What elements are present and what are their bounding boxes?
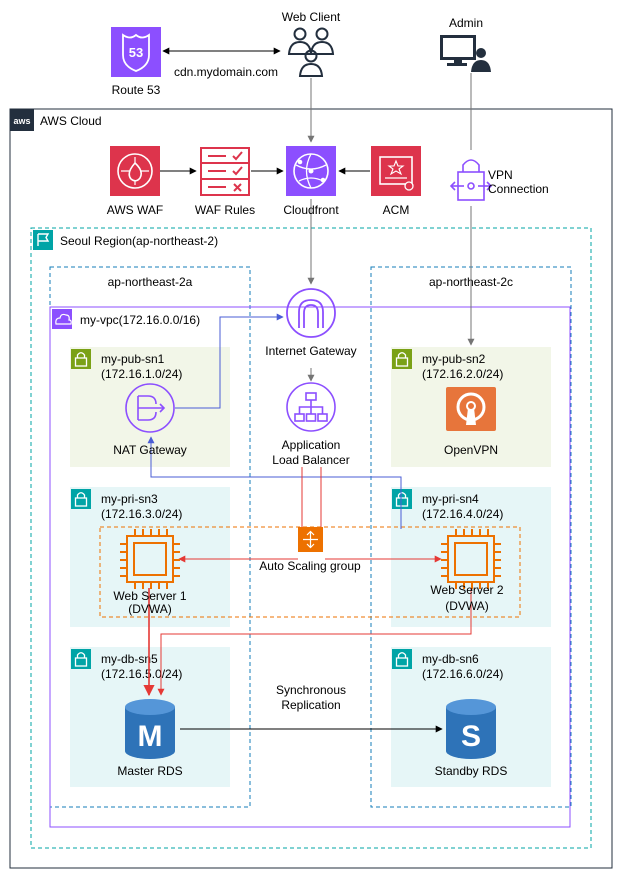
ec2-instance-icon [120, 529, 180, 589]
aws-cloud-title: AWS Cloud [40, 114, 102, 128]
admin-client-icon [440, 35, 491, 72]
nat-gateway-icon [125, 383, 175, 433]
igw-label: Internet Gateway [265, 344, 356, 358]
replication-label-line1: Synchronous [276, 683, 346, 697]
region-title: Seoul Region(ap-northeast-2) [60, 234, 218, 248]
standby-rds-letter: S [461, 720, 481, 753]
lock-icon [392, 489, 412, 509]
lock-icon [392, 349, 412, 369]
lock-icon [71, 649, 91, 669]
subnet-db6-cidr: (172.16.6.0/24) [422, 667, 503, 681]
web1-label-line1: Web Server 1 [113, 589, 186, 603]
subnet-pri4-name: my-pri-sn4 [422, 492, 479, 506]
admin-label: Admin [449, 16, 483, 30]
subnet-db5-name: my-db-sn5 [101, 652, 158, 666]
route53-label: Route 53 [112, 83, 161, 97]
cloudfront-label: Cloudfront [283, 203, 339, 217]
standby-rds-label: Standby RDS [435, 764, 508, 778]
openvpn-icon [446, 387, 496, 431]
lock-icon [71, 489, 91, 509]
subnet-pub1-name: my-pub-sn1 [101, 352, 165, 366]
web2-label-line1: Web Server 2 [430, 583, 503, 597]
master-rds-letter: M [138, 720, 163, 753]
route53-icon [111, 27, 161, 77]
waf-rules-label: WAF Rules [195, 203, 255, 217]
waf-label: AWS WAF [107, 203, 163, 217]
subnet-pri3-cidr: (172.16.3.0/24) [101, 507, 182, 521]
vpc-cloud-icon [52, 309, 72, 329]
aws-logo-box [10, 109, 34, 131]
lock-icon [71, 349, 91, 369]
subnet-pub1-cidr: (172.16.1.0/24) [101, 367, 182, 381]
vpn-lock-icon [449, 159, 493, 201]
web1-label-line2: (DVWA) [128, 602, 172, 616]
az-a-title: ap-northeast-2a [108, 275, 193, 289]
vpn-label-line2: Connection [488, 182, 549, 196]
replication-label-line2: Replication [281, 698, 340, 712]
route53-badge: 53 [129, 45, 143, 60]
flag-icon [33, 230, 53, 250]
nat-label: NAT Gateway [113, 443, 187, 457]
vpc-title: my-vpc(172.16.0.0/16) [80, 313, 200, 327]
cdn-domain-label: cdn.mydomain.com [174, 65, 278, 79]
subnet-db5-cidr: (172.16.5.0/24) [101, 667, 182, 681]
vpc-boundary [49, 306, 571, 828]
load-balancer-icon [286, 382, 336, 432]
waf-firewall-icon [110, 146, 160, 196]
waf-rules-checklist-icon [200, 147, 250, 196]
standby-rds-database-icon [446, 699, 496, 759]
asg-label: Auto Scaling group [259, 559, 361, 573]
web2-label-line2: (DVWA) [445, 599, 489, 613]
acm-label: ACM [383, 203, 410, 217]
subnet-pri3-name: my-pri-sn3 [101, 492, 158, 506]
subnet-pri3 [70, 487, 230, 627]
alb-label-line1: Application [282, 438, 341, 452]
subnet-pub1 [70, 347, 230, 467]
vpn-label-line1: VPN [488, 168, 513, 182]
internet-gateway-icon [286, 288, 336, 338]
auto-scaling-icon [298, 527, 323, 552]
subnet-pri4-cidr: (172.16.4.0/24) [422, 507, 503, 521]
master-rds-database-icon [125, 699, 175, 759]
nat-to-igw-link [175, 313, 284, 409]
ec2-instance-icon [441, 529, 501, 589]
cloudfront-icon [286, 146, 336, 196]
openvpn-label: OpenVPN [444, 443, 498, 457]
acm-certificate-icon [371, 146, 421, 196]
subnet-pub2-name: my-pub-sn2 [422, 352, 486, 366]
subnet-db6-name: my-db-sn6 [422, 652, 479, 666]
master-rds-label: Master RDS [117, 764, 182, 778]
aws-logo-icon: aws [13, 116, 30, 126]
az-a-boundary [49, 266, 251, 808]
alb-label-line2: Load Balancer [272, 453, 349, 467]
web-client-label: Web Client [282, 10, 341, 24]
web2-to-master-rds [157, 588, 472, 696]
web2-to-nat-link [147, 436, 402, 529]
lock-icon [392, 649, 412, 669]
users-icon [287, 27, 335, 77]
subnet-pub2-cidr: (172.16.2.0/24) [422, 367, 503, 381]
